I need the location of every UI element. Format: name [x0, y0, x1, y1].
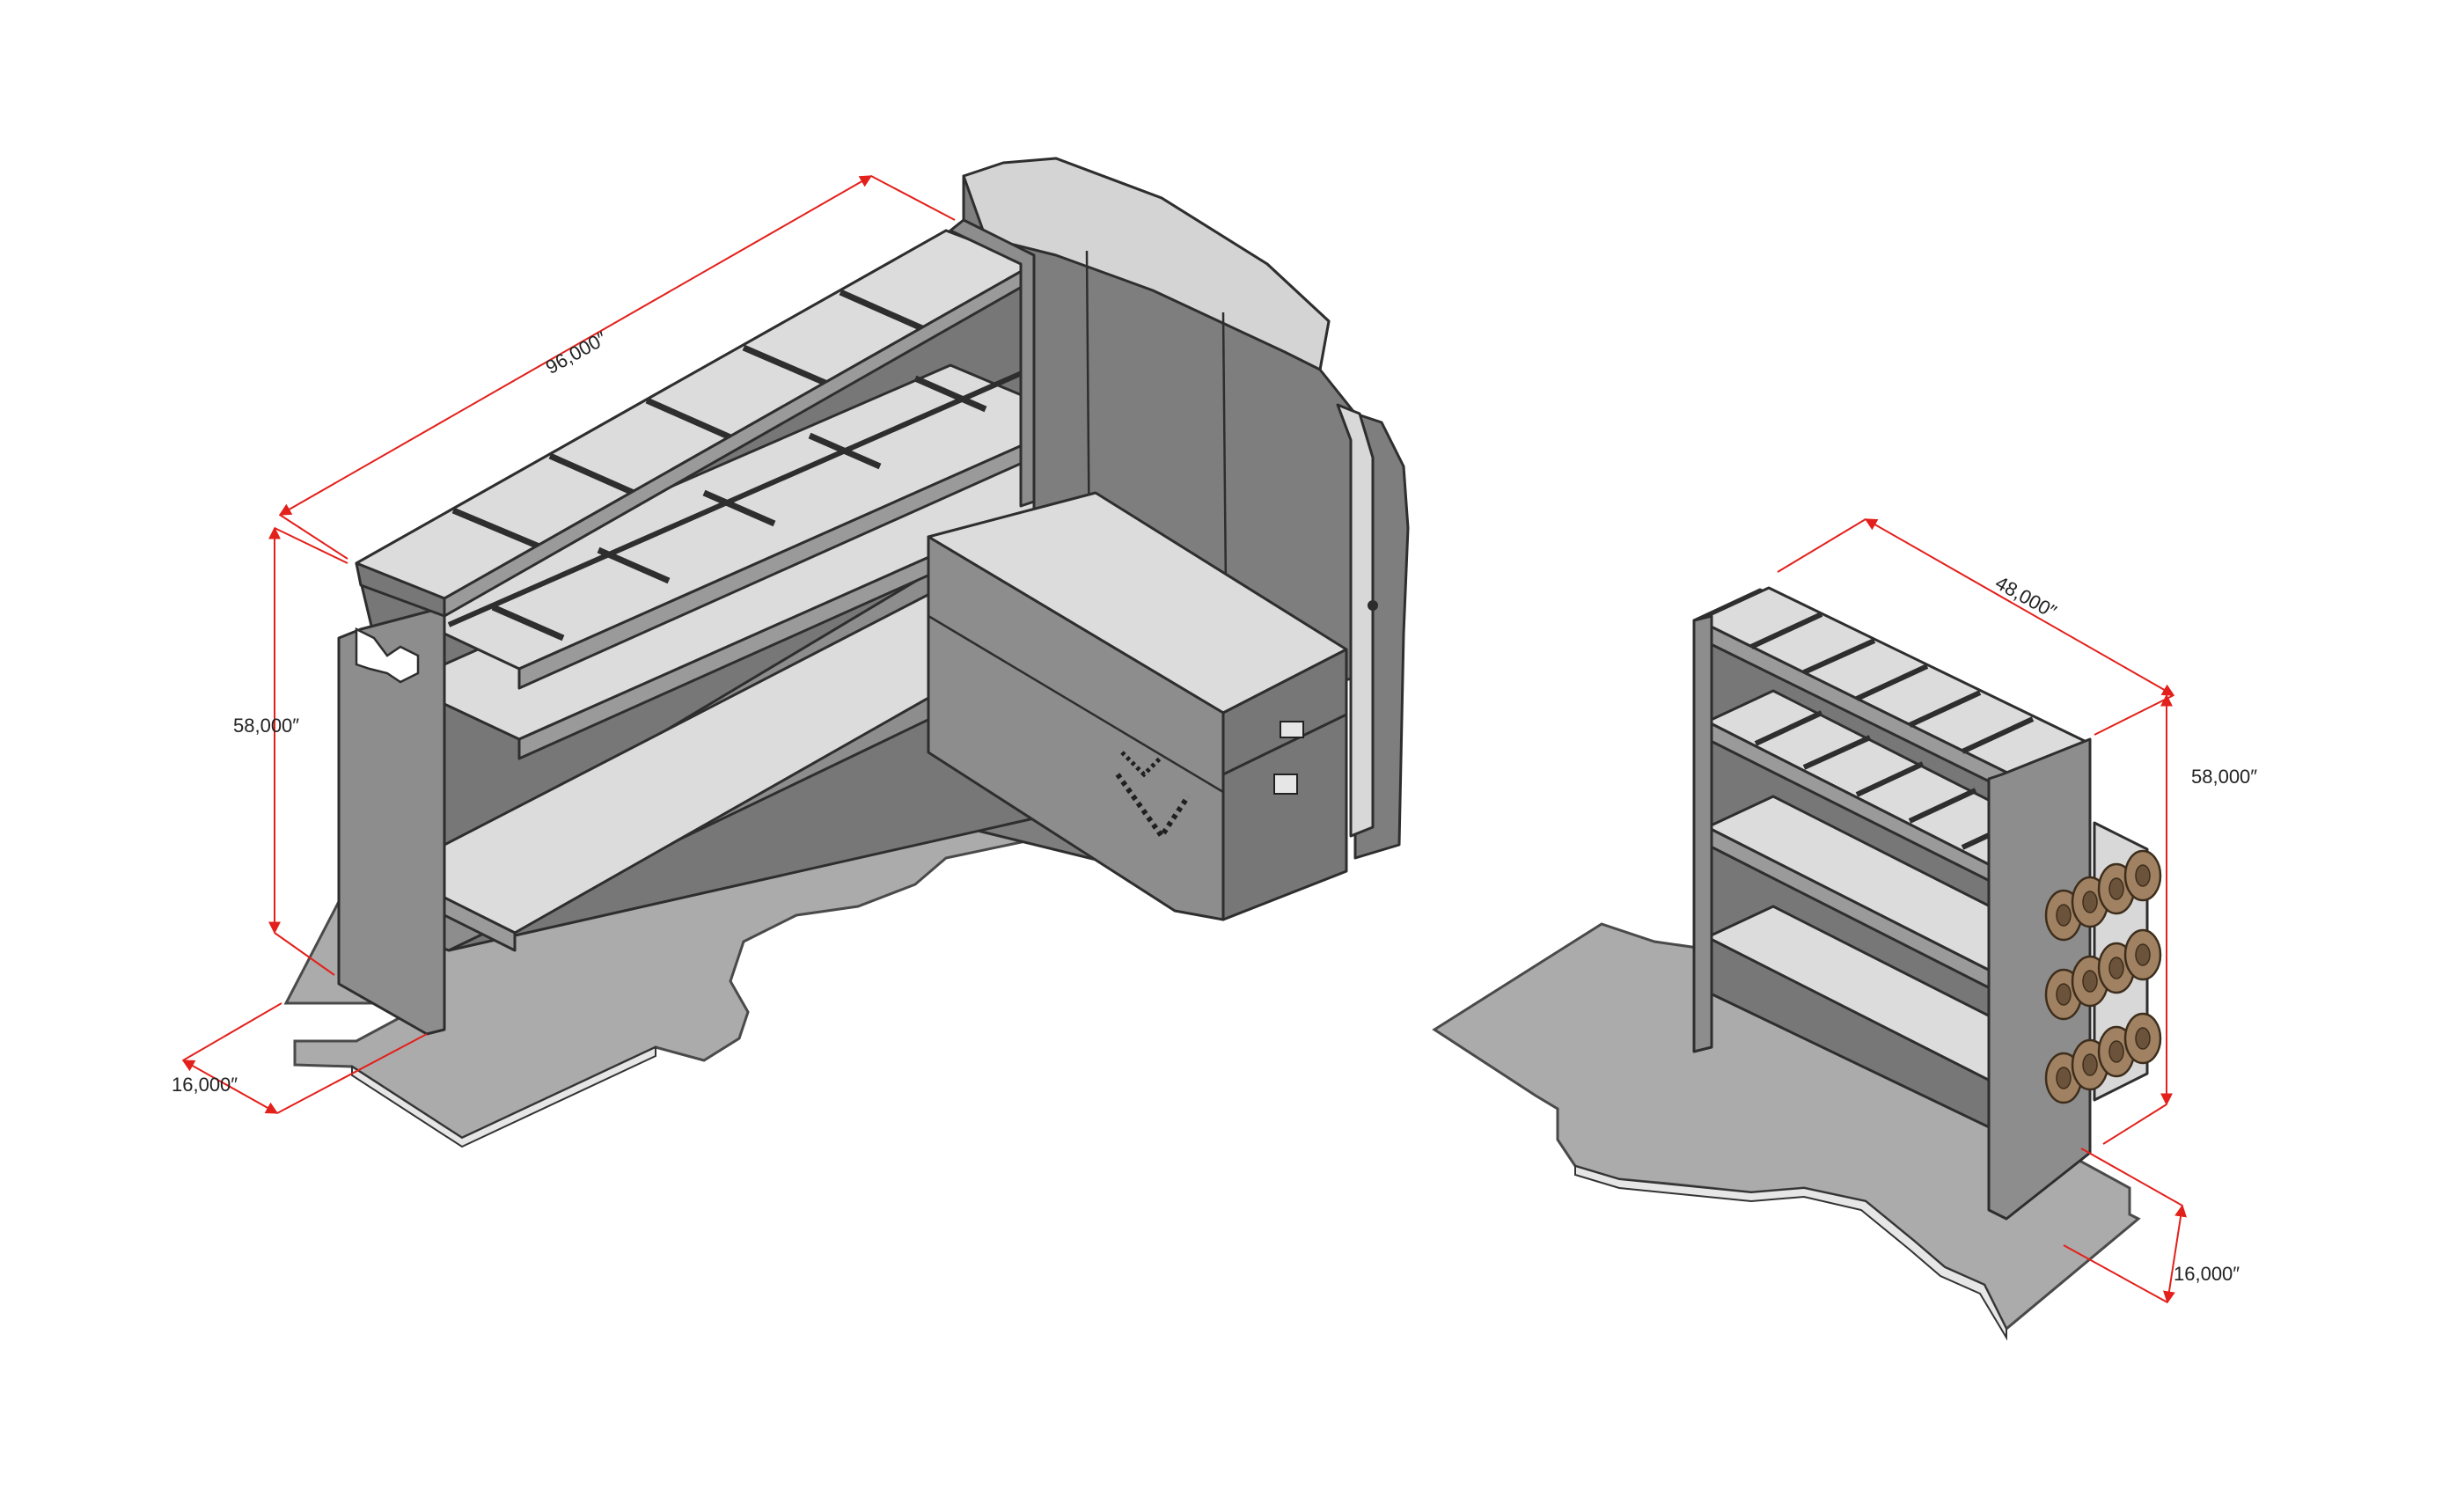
end-panel-cutout: [355, 627, 420, 684]
right-height-label: 58,000″: [2191, 766, 2257, 788]
reel-row-2: [2044, 928, 2162, 1021]
left-assembly: [283, 157, 1410, 1148]
reel-row-3: [2044, 1012, 2162, 1104]
wall-side-strip: [1336, 403, 1375, 838]
dim-right-depth-line: [2163, 1204, 2187, 1304]
left-length-label: 96,000″: [542, 327, 611, 378]
cabinet-rim-line: [928, 614, 1224, 794]
cabinet-front-long: [927, 535, 1225, 921]
cabinet-drawer-seam: [1222, 713, 1347, 776]
drawer-handle-upper[interactable]: [1280, 721, 1304, 738]
long-unit-right-upright: [949, 218, 1036, 508]
left-depth-label: 16,000″: [172, 1074, 238, 1096]
short-unit-left-upright: [1692, 614, 1713, 1053]
dim-left-depth-line: [181, 1060, 279, 1114]
long-unit-end-panel-side: [355, 561, 446, 618]
dim-left-length-line: [278, 175, 873, 516]
wall-bolt: [1368, 600, 1378, 611]
drawer-handle-lower[interactable]: [1273, 774, 1298, 795]
logo-chevron: [1120, 751, 1163, 778]
right-depth-label: 16,000″: [2174, 1263, 2240, 1285]
reel-row-1: [2044, 849, 2162, 942]
left-floor-edge: [351, 1045, 656, 1148]
logo-chevron-large: [1115, 773, 1191, 841]
cable-reels: [2044, 849, 2162, 1104]
van-back-wall-top: [962, 157, 1331, 371]
drawer-cabinet: [927, 491, 1348, 921]
dim-right-length-line: [1864, 518, 2175, 696]
long-unit-end-panel-front: [337, 605, 446, 1036]
left-height-label: 58,000″: [233, 715, 299, 737]
right-floor-edge: [1574, 1164, 2007, 1341]
right-assembly: [1432, 586, 2162, 1341]
